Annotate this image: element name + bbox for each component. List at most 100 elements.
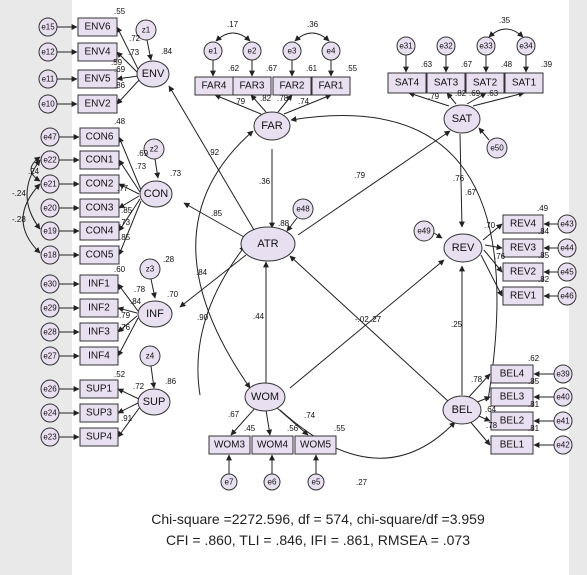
error-e3: e3	[282, 41, 302, 61]
indicator-con2: CON2	[79, 174, 120, 194]
loading-label: .73	[135, 162, 147, 171]
path-bel-far	[290, 115, 498, 401]
error-e27: e27	[40, 346, 60, 366]
svg-text:e19: e19	[43, 227, 57, 236]
indicator-far1: FAR1	[311, 76, 351, 96]
loading-label: .48	[114, 117, 126, 126]
disturbance-arrow	[154, 158, 161, 179]
error-e12: e12	[38, 42, 58, 62]
disturbance-arrow	[286, 217, 298, 232]
correlation-label: -.28	[12, 215, 26, 224]
indicator-bel4: BEL4	[490, 364, 534, 384]
loading-label: .78	[486, 421, 498, 430]
correlation-label: .24	[28, 167, 40, 176]
svg-text:e39: e39	[556, 370, 570, 379]
loading-label: .64	[485, 405, 497, 414]
svg-text:BEL1: BEL1	[500, 440, 525, 451]
svg-text:SAT4: SAT4	[395, 78, 420, 89]
svg-text:SAT: SAT	[452, 113, 473, 125]
indicator-con4: CON4	[79, 221, 120, 241]
svg-text:REV2: REV2	[510, 267, 537, 278]
error-e19: e19	[40, 221, 60, 241]
svg-text:e18: e18	[43, 251, 57, 260]
latent-far: FAR	[253, 111, 291, 141]
indicator-env2: ENV2	[77, 94, 118, 114]
fit-statistics: Chi-square =2272.596, df = 574, chi-squa…	[151, 511, 485, 548]
loading-label: .72	[129, 34, 141, 43]
error-e21: e21	[40, 174, 60, 194]
load-con-con3	[118, 195, 140, 209]
error-e7: e7	[220, 473, 238, 491]
coef-sat-rev: .76	[453, 174, 465, 183]
error-e45: e45	[557, 262, 577, 282]
loading-label: .85	[538, 251, 550, 260]
error-e24: e24	[40, 403, 60, 423]
load-sat-sat1	[472, 91, 525, 107]
structural-paths	[168, 85, 498, 459]
loading-label: .84	[130, 297, 142, 306]
coef-atr-env: .85	[211, 209, 223, 218]
loading-label: .67	[461, 60, 473, 69]
loading-label: .77	[117, 184, 129, 193]
svg-text:ENV5: ENV5	[84, 74, 111, 85]
error-e22: e22	[40, 150, 60, 170]
svg-text:ATR: ATR	[257, 238, 278, 250]
correlation-label: .35	[499, 16, 511, 25]
svg-text:BEL4: BEL4	[500, 369, 525, 380]
svg-text:e1: e1	[209, 47, 218, 56]
structural-coefficients: .92 .85 .84 .90 .84 .73 .28 .70 .86 .36 …	[161, 47, 477, 487]
svg-text:SUP4: SUP4	[86, 432, 113, 443]
load-far-far1	[283, 94, 332, 115]
covariance-far-wom	[195, 130, 254, 389]
loading-label: .82	[538, 275, 550, 284]
error-e40: e40	[553, 387, 573, 407]
load-far-far2	[277, 94, 293, 113]
svg-text:e23: e23	[43, 433, 57, 442]
load-sup-sup3	[117, 402, 139, 414]
coef-wom-rev: .27	[370, 315, 382, 324]
svg-text:ENV2: ENV2	[84, 99, 111, 110]
loading-label: .63	[487, 89, 499, 98]
loading-label: .69	[469, 89, 481, 98]
svg-text:e7: e7	[225, 478, 234, 487]
path-wom-rev	[289, 259, 445, 389]
svg-text:INF1: INF1	[88, 279, 110, 290]
svg-text:e46: e46	[560, 292, 574, 301]
loading-label: .78	[471, 375, 483, 384]
measurement-paths	[116, 26, 525, 446]
loading-label: .45	[244, 424, 256, 433]
svg-text:z1: z1	[142, 26, 151, 35]
load-far-far4	[214, 94, 262, 115]
indicator-bel3: BEL3	[490, 387, 534, 407]
indicator-wom5: WOM5	[294, 435, 337, 455]
load-inf-inf4	[117, 317, 139, 357]
coef-far-atr: .36	[259, 177, 271, 186]
svg-text:e41: e41	[556, 417, 570, 426]
loading-label: .48	[501, 60, 513, 69]
svg-text:SUP3: SUP3	[86, 408, 113, 419]
error-e6: e6	[263, 473, 281, 491]
svg-text:z2: z2	[150, 145, 159, 154]
indicator-env6: ENV6	[77, 17, 118, 37]
error-e39: e39	[553, 364, 573, 384]
svg-text:e5: e5	[312, 478, 321, 487]
loading-label: .61	[306, 64, 318, 73]
svg-text:e3: e3	[288, 47, 297, 56]
svg-text:e32: e32	[439, 42, 453, 51]
load-rev-rev1	[480, 254, 503, 297]
error-covariances	[22, 28, 524, 254]
coef-atr-inf: .90	[197, 313, 209, 322]
svg-text:e45: e45	[560, 268, 574, 277]
svg-text:SUP1: SUP1	[86, 384, 113, 395]
error-e28: e28	[40, 322, 60, 342]
latent-rev: REV	[443, 233, 483, 263]
svg-text:FAR1: FAR1	[318, 81, 343, 92]
loading-label: .76	[494, 252, 506, 261]
svg-text:e30: e30	[43, 280, 57, 289]
indicator-rev4: REV4	[502, 214, 544, 234]
r2-atr: .88	[278, 219, 290, 228]
svg-text:e47: e47	[43, 133, 57, 142]
disturbance-z1: z1	[135, 19, 157, 41]
svg-text:REV3: REV3	[510, 243, 537, 254]
